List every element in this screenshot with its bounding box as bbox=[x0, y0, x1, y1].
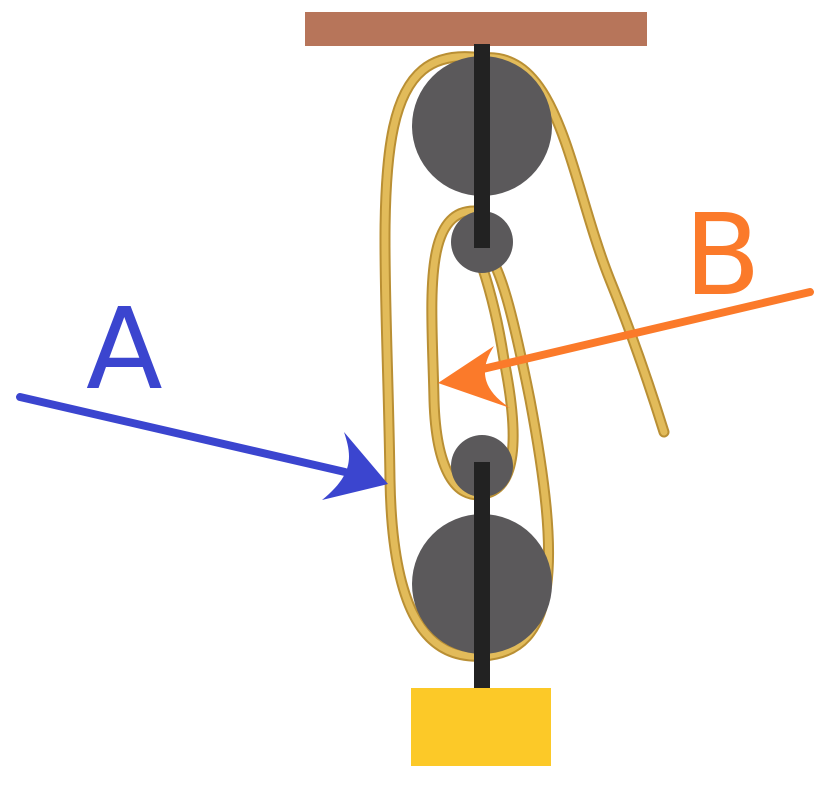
hanging-weight bbox=[411, 688, 551, 766]
label-b: B bbox=[684, 191, 761, 321]
bottom-axle-rod bbox=[474, 462, 490, 690]
arrow-b-head bbox=[438, 346, 510, 408]
top-axle-rod bbox=[474, 44, 490, 248]
rope-outer-loop bbox=[381, 53, 553, 660]
arrow-a-shaft bbox=[16, 393, 349, 476]
ceiling-beam bbox=[305, 12, 647, 46]
label-a: A bbox=[86, 285, 163, 415]
arrow-b bbox=[438, 288, 814, 408]
arrow-b-shaft bbox=[466, 288, 814, 376]
arrow-a-head bbox=[322, 432, 388, 500]
arrow-a bbox=[16, 393, 388, 500]
